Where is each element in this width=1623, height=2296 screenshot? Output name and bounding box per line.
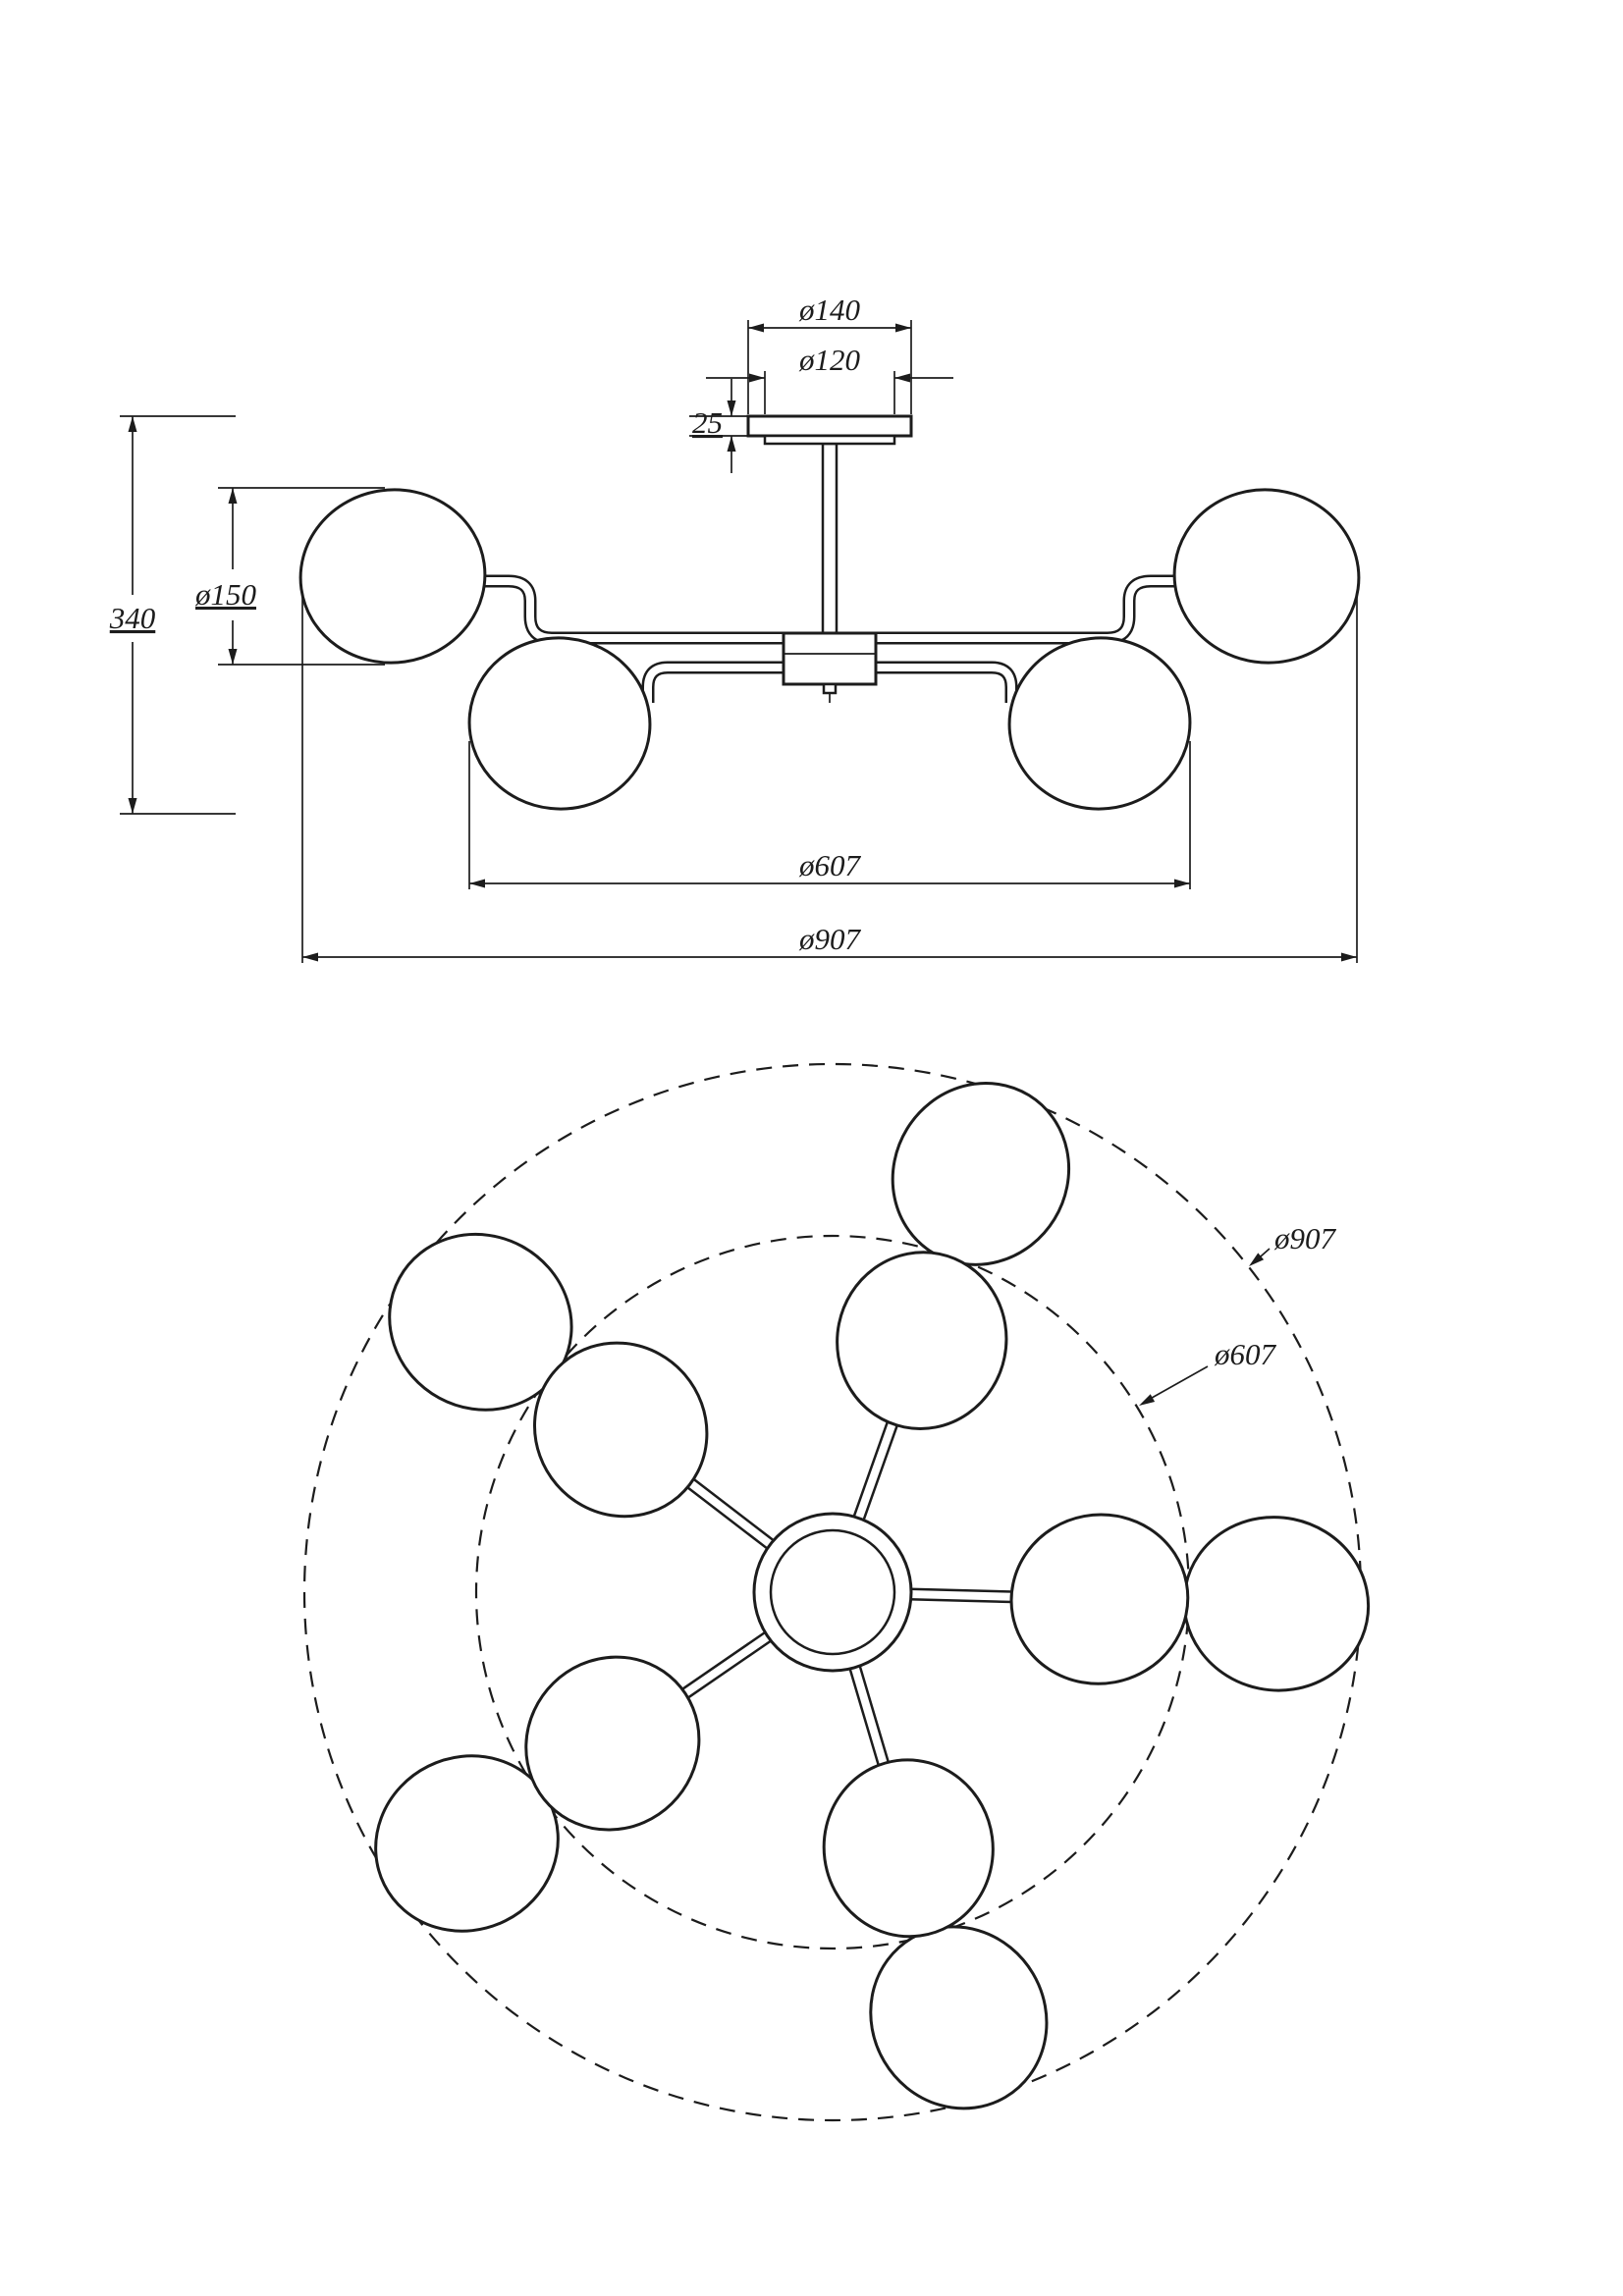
ceiling-canopy-plate <box>746 414 913 438</box>
arm-assembly-3 <box>374 1629 774 1933</box>
arm-assembly-2 <box>822 1663 1049 2110</box>
plan-view: ø907 ø607 <box>302 1062 1371 2122</box>
globe-right-outer <box>1172 488 1361 665</box>
globe-left-outer <box>298 488 487 665</box>
arrowhead <box>128 798 137 814</box>
stem <box>821 442 839 638</box>
arrowhead <box>748 323 764 333</box>
plan-inner-circle-label: ø607 <box>1214 1337 1277 1371</box>
hub-finial <box>822 682 838 695</box>
arrowhead <box>727 400 736 416</box>
arm-assembly-4 <box>388 1232 777 1551</box>
dim-globe-diameter-label: ø150 <box>194 577 257 612</box>
plan-arm-bore <box>854 1416 898 1522</box>
arm-left-outer-bore <box>481 577 787 642</box>
arrowhead <box>228 649 238 665</box>
arrowhead <box>749 373 765 383</box>
plan-globe-inner <box>532 1341 709 1519</box>
dimension-canopy-inner: ø120 <box>706 343 953 414</box>
arrowhead <box>895 323 911 333</box>
arrowhead <box>128 416 137 432</box>
plan-globe-inner <box>524 1655 701 1832</box>
dimension-canopy-outer: ø140 <box>747 293 912 414</box>
dimension-outer-spread: ø907 <box>301 594 1358 963</box>
arrowhead <box>894 373 910 383</box>
arm-right-inner-bore <box>872 664 1015 703</box>
dim-canopy-height-label: 25 <box>692 405 723 440</box>
plan-arm-bore <box>677 1631 772 1700</box>
plan-hub-inner-ring <box>769 1528 896 1656</box>
arm-assembly-5 <box>836 1082 1071 1522</box>
plan-globe-outer <box>869 1925 1049 2110</box>
arrowhead <box>1139 1394 1156 1406</box>
lamp-arms <box>481 574 1178 703</box>
arm-right-inner <box>872 661 1018 703</box>
dimension-total-height: 340 <box>109 415 236 815</box>
leader-outer-circle: ø907 <box>1249 1221 1337 1266</box>
central-hub <box>782 631 878 686</box>
arrowhead <box>727 436 736 452</box>
plan-arm-bore <box>908 1590 1018 1601</box>
arrowhead <box>228 488 238 504</box>
ceiling-canopy-lip <box>763 434 896 446</box>
plan-globe-inner <box>822 1758 995 1939</box>
arrowhead <box>302 952 318 962</box>
dim-inner-spread-label: ø607 <box>798 848 862 882</box>
arrowhead <box>1174 879 1190 888</box>
globe-left-inner <box>467 636 652 811</box>
dim-total-height-label: 340 <box>109 601 156 635</box>
plan-arm-bore <box>850 1664 890 1771</box>
arrowhead <box>1249 1253 1265 1266</box>
arrowhead <box>469 879 485 888</box>
dimension-inner-spread: ø607 <box>468 741 1191 889</box>
dimension-canopy-height: 25 <box>689 379 748 473</box>
plan-globe-inner <box>836 1251 1008 1430</box>
side-elevation-view: ø140 ø120 25 <box>109 293 1361 963</box>
dimension-globe-diameter: ø150 <box>194 487 385 666</box>
plan-globe-inner <box>1009 1513 1190 1685</box>
arm-left-inner-bore <box>644 664 787 703</box>
arm-assembly-1 <box>908 1513 1371 1692</box>
plan-globe-outer <box>1182 1516 1371 1692</box>
arrowhead <box>1341 952 1357 962</box>
dim-canopy-inner-label: ø120 <box>798 343 861 377</box>
leader-inner-circle: ø607 <box>1139 1337 1277 1406</box>
glass-globes-side <box>298 488 1361 811</box>
arm-left-inner <box>641 661 787 703</box>
dim-outer-spread-label: ø907 <box>798 922 862 956</box>
plan-outer-circle-label: ø907 <box>1273 1221 1337 1255</box>
plan-arm-bore <box>683 1476 775 1549</box>
arm-right-outer-bore <box>872 577 1178 642</box>
dim-canopy-outer-label: ø140 <box>798 293 861 327</box>
globe-right-inner <box>1007 636 1192 811</box>
